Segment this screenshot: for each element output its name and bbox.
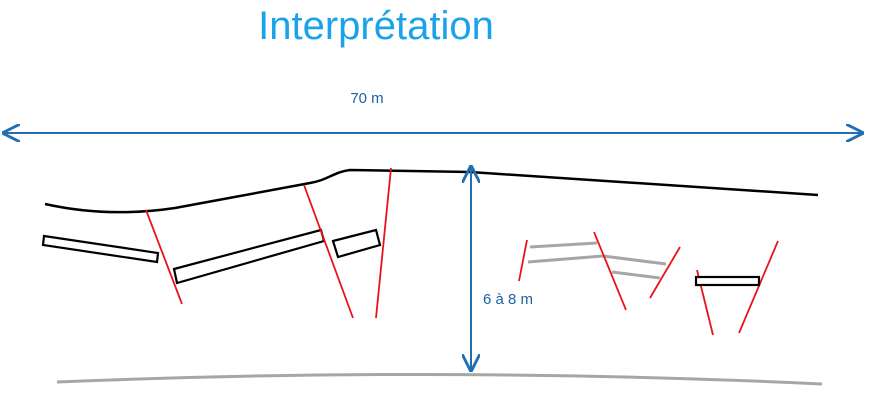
- fault-line: [649, 246, 681, 299]
- fault-line: [738, 240, 779, 334]
- faint-layer-line: [529, 241, 598, 249]
- fault-line: [375, 167, 392, 319]
- base-line: [56, 372, 823, 386]
- depth-label: 6 à 8 m: [483, 291, 533, 308]
- fault-line: [518, 239, 528, 282]
- diagram-title: Interprétation: [258, 4, 494, 48]
- faint-layers-right: [527, 241, 667, 280]
- faint-layer-line: [611, 270, 661, 280]
- faint-layer-line: [602, 254, 667, 266]
- layer-block-2: [172, 228, 326, 285]
- faint-layer-line: [527, 254, 604, 264]
- ground-surface-line: [44, 168, 819, 214]
- fault-line: [145, 209, 183, 305]
- fault-line: [303, 184, 354, 319]
- width-label: 70 m: [350, 90, 383, 107]
- layer-block-3: [331, 228, 382, 259]
- buried-layers-left: [41, 228, 382, 285]
- layer-block-4: [694, 275, 761, 287]
- faults-left: [145, 167, 392, 319]
- fault-line: [593, 231, 627, 311]
- layer-block-1: [41, 234, 160, 264]
